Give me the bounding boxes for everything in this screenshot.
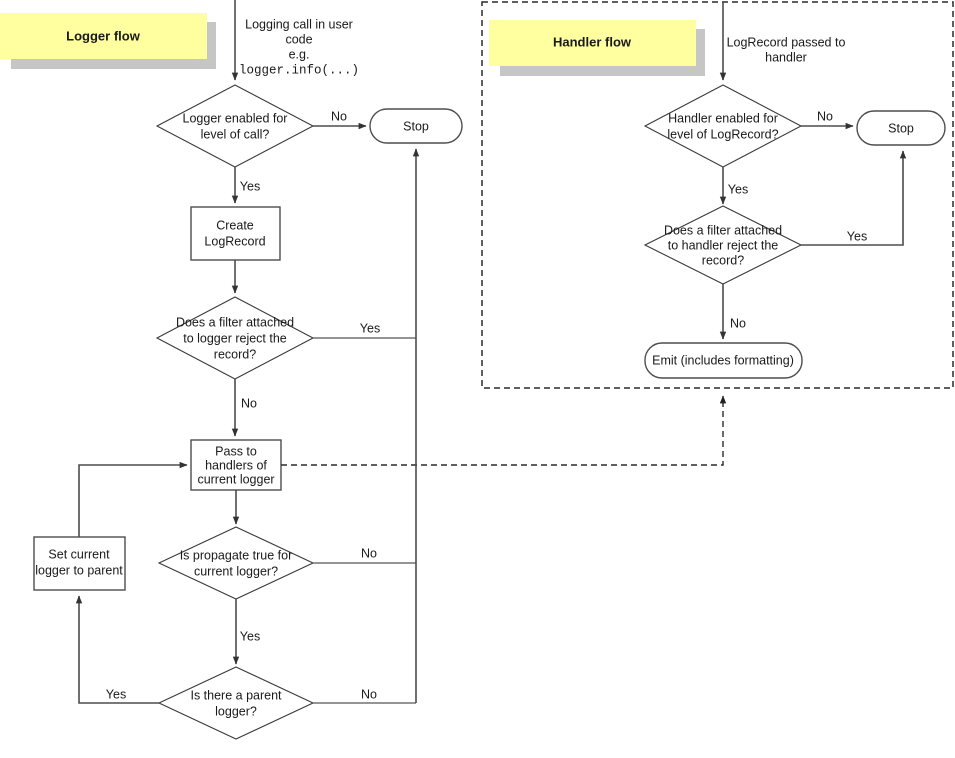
edge-parent-yes — [75, 595, 159, 704]
decision-logger-filter-line3: record? — [214, 347, 256, 361]
handler-flow-banner-fill — [489, 20, 696, 66]
process-create-logrecord[interactable] — [190, 206, 281, 261]
process-create-logrecord-line1: Create — [216, 218, 254, 232]
edge-label-logger-filter-no: No — [241, 396, 257, 410]
process-pass-to-handlers-line3: current logger — [197, 472, 274, 486]
handler-entry-caption-line2: handler — [765, 50, 807, 64]
handler-flow-group-border — [481, 1, 954, 389]
edge-label-propagate-yes: Yes — [240, 629, 260, 643]
decision-parent-logger-line2: logger? — [215, 704, 257, 718]
edge-label-parent-no: No — [361, 687, 377, 701]
logger-entry-caption-line2: code — [285, 32, 312, 46]
edge-label-handler-enabled-yes: Yes — [728, 182, 748, 196]
decision-handler-enabled-line2: level of LogRecord? — [667, 127, 778, 141]
edge-label-handler-enabled-no: No — [817, 109, 833, 123]
decision-logger-filter-line2: to logger reject the — [183, 331, 287, 345]
decision-logger-filter-line1: Does a filter attached — [176, 315, 294, 329]
terminal-stop-logger[interactable] — [369, 108, 463, 144]
handler-flow-banner: Handler flow — [489, 20, 705, 76]
edge-handlers-to-handler-flow — [281, 395, 727, 466]
decision-is-propagate-line1: Is propagate true for — [180, 548, 293, 562]
terminal-stop-logger-label: Stop — [403, 119, 429, 133]
edge-set-logger-to-handlers — [78, 461, 188, 537]
terminal-stop-handler-label: Stop — [888, 121, 914, 135]
decision-handler-filter-line1: Does a filter attached — [664, 223, 782, 237]
logger-flow-banner-fill — [0, 13, 207, 59]
process-pass-to-handlers-line1: Pass to — [215, 444, 257, 458]
handler-flow-banner-label: Handler flow — [553, 34, 632, 49]
decision-logger-enabled-line2: level of call? — [201, 127, 270, 141]
decision-parent-logger[interactable] — [157, 666, 315, 740]
edge-label-logger-enabled-yes: Yes — [240, 179, 260, 193]
logger-flow-banner: Logger flow — [0, 13, 216, 69]
process-pass-to-handlers-line2: handlers of — [205, 458, 267, 472]
terminal-emit[interactable] — [644, 342, 803, 379]
logger-entry-caption-line3: e.g. — [289, 47, 310, 61]
edge-handler-filter-yes — [801, 150, 907, 246]
terminal-stop-handler[interactable] — [856, 110, 946, 146]
edge-label-handler-filter-yes: Yes — [847, 229, 867, 243]
process-create-logrecord-line2: LogRecord — [204, 234, 265, 248]
edge-label-handler-filter-no: No — [730, 316, 746, 330]
decision-parent-logger-line1: Is there a parent — [190, 688, 282, 702]
edge-label-propagate-no: No — [361, 546, 377, 560]
decision-handler-filter-line3: record? — [702, 253, 744, 267]
decision-is-propagate-line2: current logger? — [194, 564, 278, 578]
logger-entry-caption-line4: logger.info(...) — [239, 63, 359, 77]
edge-label-parent-yes: Yes — [106, 687, 126, 701]
decision-handler-filter-line2: to handler reject the — [668, 238, 779, 252]
decision-handler-enabled-line1: Handler enabled for — [668, 111, 778, 125]
process-set-current-logger[interactable] — [33, 536, 126, 591]
edge-label-logger-filter-yes: Yes — [360, 321, 380, 335]
logger-flow-banner-label: Logger flow — [66, 28, 141, 43]
logger-entry-caption-line1: Logging call in user — [245, 17, 353, 31]
edge-label-logger-enabled-no: No — [331, 109, 347, 123]
process-set-current-logger-line2: logger to parent — [35, 563, 123, 577]
terminal-emit-label: Emit (includes formatting) — [652, 353, 794, 367]
decision-logger-enabled[interactable] — [155, 84, 315, 168]
process-set-current-logger-line1: Set current — [48, 547, 110, 561]
handler-entry-caption-line1: LogRecord passed to — [727, 35, 846, 49]
decision-handler-enabled[interactable] — [643, 84, 803, 168]
decision-is-propagate[interactable] — [157, 526, 315, 600]
decision-logger-enabled-line1: Logger enabled for — [183, 111, 288, 125]
